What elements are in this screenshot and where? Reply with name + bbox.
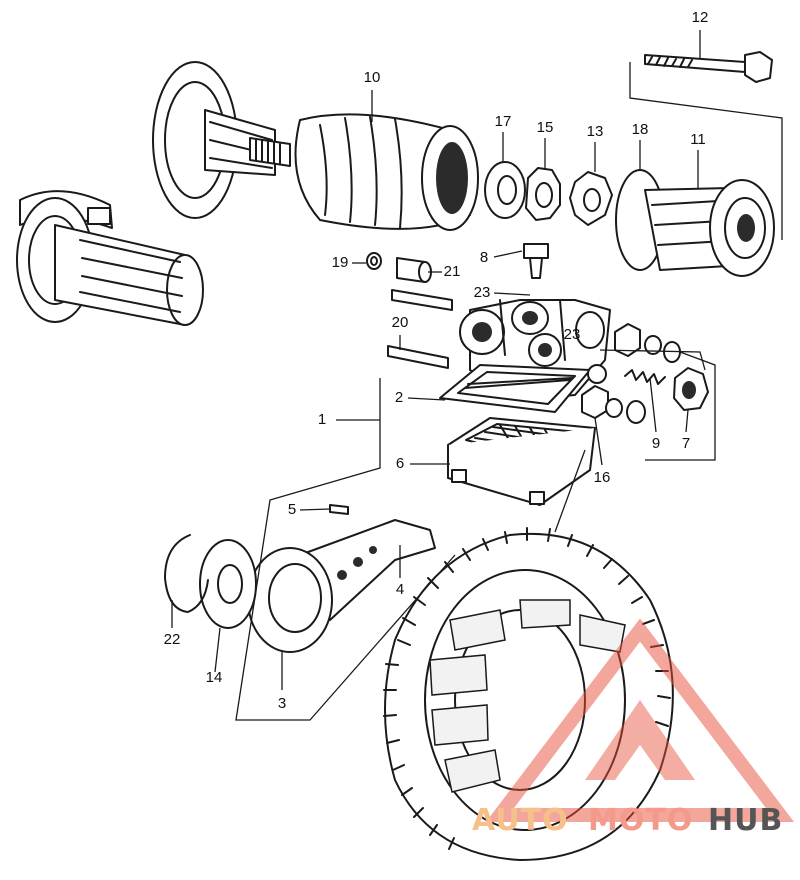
valve-cap-part-7 xyxy=(673,367,709,411)
callout-9: 9 xyxy=(652,435,660,452)
leader-lines xyxy=(171,30,716,721)
callout-14: 14 xyxy=(206,669,223,686)
callout-15: 15 xyxy=(537,119,554,136)
callout-2: 2 xyxy=(395,389,403,406)
washer-part-19 xyxy=(366,252,382,270)
spring-part-9 xyxy=(624,369,666,385)
watermark-word-moto: MOTO xyxy=(588,803,693,838)
nut-part-13 xyxy=(569,171,613,226)
starter-motor-part-10 xyxy=(152,61,479,231)
splined-shaft-left xyxy=(16,190,204,326)
pins-part-20 xyxy=(387,289,453,369)
callout-11: 11 xyxy=(690,131,706,148)
gasket-part-2 xyxy=(439,364,591,413)
watermark-wordmark: AUTO MOTO HUB xyxy=(472,803,783,838)
callout-7: 7 xyxy=(682,435,690,452)
callout-1: 1 xyxy=(318,411,326,428)
callout-13: 13 xyxy=(587,123,604,140)
bolt-part-12 xyxy=(629,51,783,240)
callout-3: 3 xyxy=(278,695,286,712)
callout-8: 8 xyxy=(480,249,488,266)
callout-23-right: 23 xyxy=(564,326,581,343)
callout-20: 20 xyxy=(392,314,409,331)
watermark-word-hub: HUB xyxy=(708,803,783,838)
callout-23-upper: 23 xyxy=(474,284,491,301)
washer-part-14 xyxy=(199,539,257,629)
watermark-word-auto: AUTO xyxy=(472,803,569,838)
callout-21: 21 xyxy=(444,263,461,280)
callout-4: 4 xyxy=(396,581,404,598)
callout-17: 17 xyxy=(495,113,512,130)
watermark-logo xyxy=(485,618,795,822)
nut-part-16 xyxy=(581,385,646,424)
callout-18: 18 xyxy=(632,121,649,138)
callout-16: 16 xyxy=(594,469,611,486)
gear-housing-part-11 xyxy=(644,179,775,277)
seal-ring-part-17 xyxy=(484,161,526,219)
lock-washer-part-15 xyxy=(525,167,561,221)
callout-12: 12 xyxy=(692,9,709,26)
callout-labels: 1 2 3 4 5 6 7 8 9 10 11 12 13 14 15 16 1… xyxy=(164,9,709,712)
plug-bolt-part-8 xyxy=(523,243,549,279)
shift-lever-part-4 xyxy=(299,519,436,621)
callout-6: 6 xyxy=(396,455,404,472)
strainer-part-6 xyxy=(447,417,596,506)
callout-10: 10 xyxy=(364,69,381,86)
callout-22: 22 xyxy=(164,631,181,648)
pin-part-5 xyxy=(329,504,349,515)
clutch-drum xyxy=(383,527,674,861)
watermark-triangle-icon xyxy=(485,618,795,822)
watermark-inner-chevron xyxy=(585,700,695,780)
callout-19: 19 xyxy=(332,254,349,271)
callout-5: 5 xyxy=(288,501,296,518)
collar-part-21 xyxy=(396,257,432,283)
lever-ring-part-3 xyxy=(247,547,333,653)
